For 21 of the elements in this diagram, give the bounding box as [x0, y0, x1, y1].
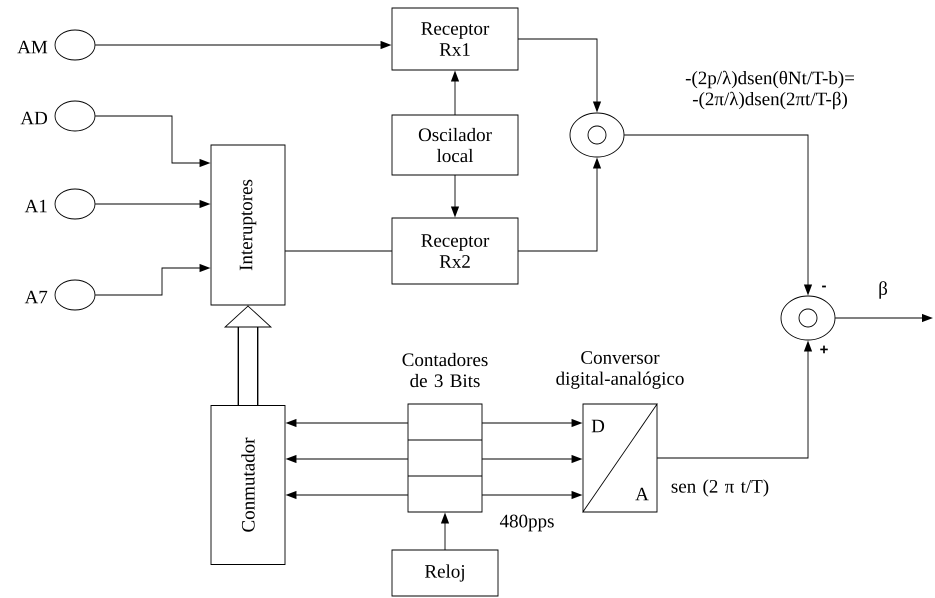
port-label: A7: [24, 290, 48, 304]
edge-label: -(2p/λ)dsen(θNt/T-b)= -(2π/λ)dsen(2πt/T-β): [686, 70, 854, 110]
block-heading: Conversor digital-analógico: [556, 351, 684, 389]
block-box: Reloj: [392, 550, 498, 596]
port-label: AD: [20, 112, 48, 124]
block-heading: Contadores de 3 Bits: [402, 352, 488, 388]
block-box: Oscilador local: [392, 114, 518, 176]
converter-box: D A: [582, 403, 658, 513]
block-box: Receptor Rx1: [392, 8, 518, 70]
block-box: Conmutador: [210, 405, 286, 565]
port-label: A1: [24, 200, 47, 212]
edge-label: β: [879, 281, 888, 299]
rate-label: 480pps: [500, 514, 554, 532]
mixer-symbol: [570, 112, 624, 158]
port-label: AM: [17, 40, 48, 54]
edge-label: sen (2 π t/T): [672, 479, 768, 497]
block-box: Interuptores: [210, 144, 286, 306]
mixer-symbol: [780, 296, 836, 340]
block-box: Receptor Rx2: [392, 218, 518, 284]
sign-label: +: [820, 346, 828, 354]
sign-label: -: [822, 286, 826, 288]
